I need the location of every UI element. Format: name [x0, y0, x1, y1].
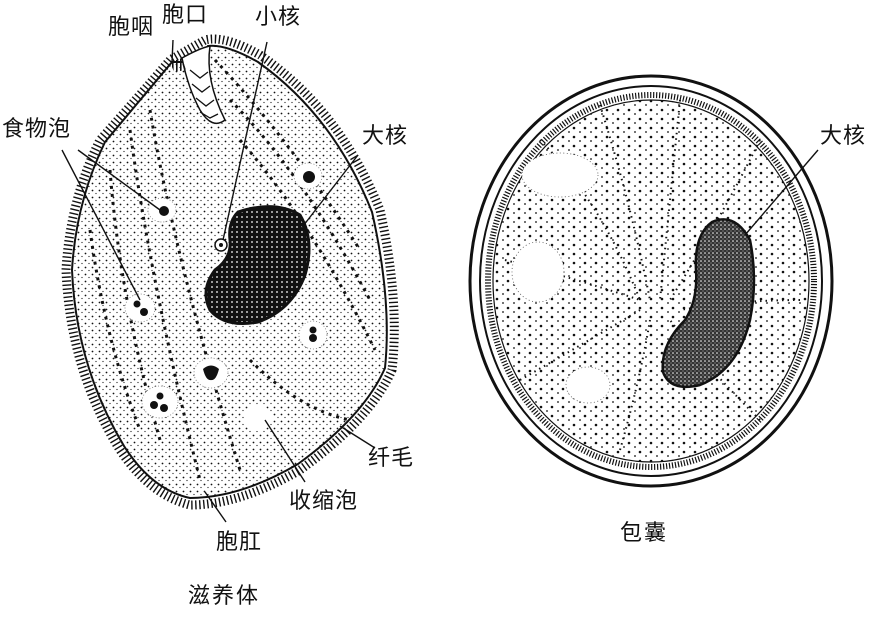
contractile-vacuole [244, 405, 272, 431]
cytostome-groove [181, 45, 226, 125]
label-cyst-macronucleus: 大核 [820, 124, 867, 149]
cyst-vacuole [511, 241, 565, 303]
cyst-ciliated-layer [485, 92, 817, 470]
cytopharynx-chevrons [189, 69, 219, 119]
cyst-figure [468, 74, 834, 488]
label-food-vacuole: 食物泡 [2, 117, 72, 142]
ciliary-rows [88, 58, 377, 481]
cyst-leader-line [744, 149, 819, 236]
label-cilia: 纤毛 [368, 446, 415, 471]
caption-trophozoite: 滋养体 [188, 584, 261, 609]
label-cytopyge: 胞肛 [216, 530, 263, 555]
label-micronucleus: 小核 [255, 5, 302, 30]
trophozoite-figure [61, 34, 399, 523]
label-cytostome: 胞口 [162, 3, 209, 28]
trophozoite-leader-lines [61, 39, 376, 523]
cytopharynx-hatch [170, 58, 186, 72]
macronucleus [204, 205, 311, 325]
label-macronucleus: 大核 [362, 124, 409, 149]
food-vacuoles [124, 162, 328, 419]
label-contractile-vacuole: 收缩泡 [289, 489, 359, 514]
cyst-vacuole [521, 152, 599, 198]
label-cytopharynx: 胞咽 [108, 15, 155, 40]
cyst-macronucleus [661, 218, 756, 389]
caption-cyst: 包囊 [620, 521, 669, 546]
cyst-vacuole [565, 366, 611, 404]
